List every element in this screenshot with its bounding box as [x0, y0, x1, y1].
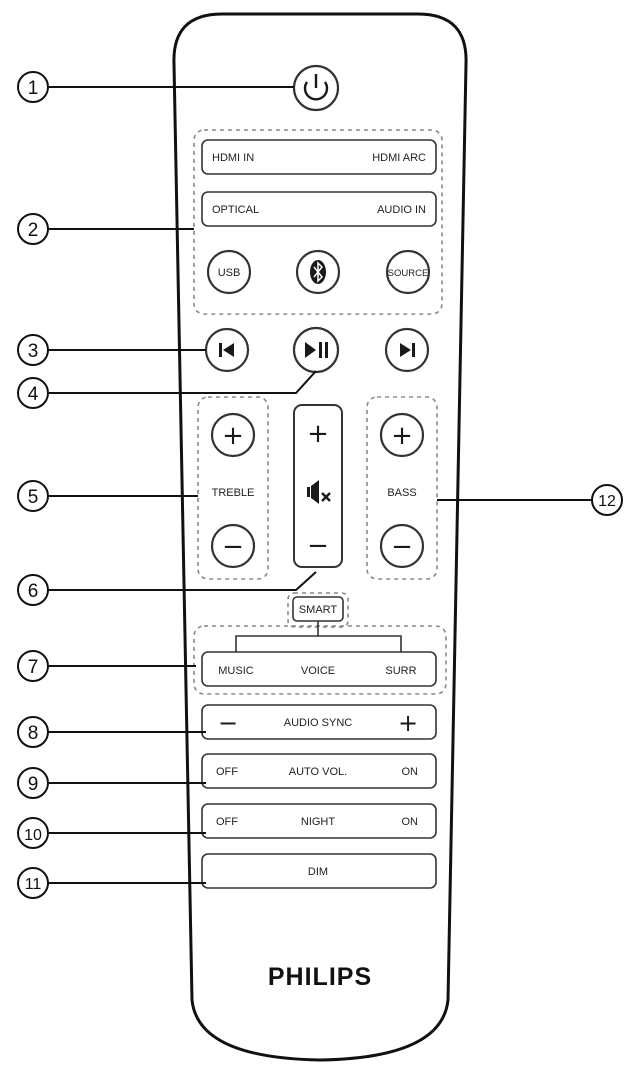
bass-plus-button[interactable]: + — [379, 412, 425, 458]
auto-vol-on-button[interactable]: ON — [402, 766, 419, 778]
smart-bracket — [235, 621, 402, 654]
night-on-button[interactable]: ON — [402, 816, 419, 828]
previous-icon — [219, 343, 234, 357]
power-icon — [303, 74, 329, 101]
minus-label: − — [222, 532, 244, 562]
source-button[interactable]: SOURCE — [385, 249, 431, 295]
audio-in-button[interactable]: AUDIO IN — [377, 204, 426, 216]
auto-vol-bar: OFF AUTO VOL. ON — [201, 753, 437, 789]
mute-icon — [307, 480, 331, 504]
night-bar: OFF NIGHT ON — [201, 803, 437, 839]
callout-8: 8 — [17, 716, 49, 748]
mute-button[interactable] — [307, 480, 331, 504]
smart-label: SMART — [299, 604, 338, 616]
bluetooth-button[interactable] — [295, 249, 341, 295]
hdmi-bar: HDMI IN HDMI ARC — [201, 139, 437, 175]
dim-button[interactable]: DIM — [201, 853, 437, 889]
source-group-outline — [193, 129, 443, 315]
previous-button[interactable] — [204, 327, 250, 373]
volume-up-button[interactable]: + — [307, 419, 329, 449]
svg-text:1: 1 — [28, 78, 39, 99]
callout-11: 11 — [17, 867, 49, 899]
night-label: NIGHT — [301, 816, 336, 828]
night-off-button[interactable]: OFF — [216, 816, 238, 828]
voice-button[interactable]: VOICE — [301, 665, 335, 677]
auto-vol-label: AUTO VOL. — [289, 766, 347, 778]
power-button[interactable] — [292, 64, 340, 112]
svg-text:11: 11 — [25, 876, 42, 893]
surr-button[interactable]: SURR — [385, 665, 416, 677]
volume-rocker: + − — [293, 404, 343, 568]
auto-vol-off-button[interactable]: OFF — [216, 766, 238, 778]
callout-10: 10 — [17, 817, 49, 849]
callout-2: 2 — [17, 213, 49, 245]
callout-4: 4 — [17, 377, 49, 409]
bass-label: BASS — [387, 487, 416, 499]
treble-minus-button[interactable]: − — [210, 523, 256, 569]
audio-sync-label: AUDIO SYNC — [284, 717, 353, 729]
brand-logo: PHILIPS — [268, 963, 372, 991]
next-icon — [400, 343, 415, 357]
svg-text:8: 8 — [28, 723, 39, 744]
play-pause-icon — [305, 342, 328, 358]
svg-text:5: 5 — [28, 487, 39, 508]
optical-button[interactable]: OPTICAL — [212, 204, 259, 216]
callout-1: 1 — [17, 71, 49, 103]
bluetooth-icon — [310, 260, 326, 284]
svg-text:10: 10 — [24, 827, 42, 844]
callout-5: 5 — [17, 480, 49, 512]
svg-text:2: 2 — [28, 220, 39, 241]
hdmi-arc-button[interactable]: HDMI ARC — [372, 152, 426, 164]
svg-text:3: 3 — [28, 341, 39, 362]
treble-label: TREBLE — [212, 487, 255, 499]
sound-mode-group-outline — [193, 625, 447, 695]
audio-sync-plus-button[interactable]: + — [398, 709, 418, 737]
callout-12: 12 — [591, 484, 623, 516]
hdmi-in-button[interactable]: HDMI IN — [212, 152, 254, 164]
svg-text:9: 9 — [28, 774, 39, 795]
svg-text:12: 12 — [598, 493, 616, 510]
callout-6: 6 — [17, 574, 49, 606]
bass-group-outline — [366, 396, 438, 580]
usb-label: USB — [218, 267, 241, 279]
plus-label: + — [222, 421, 244, 451]
music-button[interactable]: MUSIC — [218, 665, 254, 677]
svg-text:6: 6 — [28, 581, 39, 602]
sound-mode-bar: MUSIC VOICE SURR — [201, 651, 437, 687]
audio-sync-minus-button[interactable]: − — [218, 709, 238, 737]
callout-3: 3 — [17, 334, 49, 366]
callout-leaders — [48, 86, 592, 884]
minus-label: − — [391, 532, 413, 562]
treble-group-outline — [197, 396, 269, 580]
source-label: SOURCE — [388, 268, 429, 279]
smart-button[interactable]: SMART — [292, 596, 344, 622]
bass-minus-button[interactable]: − — [379, 523, 425, 569]
svg-text:4: 4 — [28, 384, 39, 405]
optical-bar: OPTICAL AUDIO IN — [201, 191, 437, 227]
dim-label: DIM — [308, 866, 328, 878]
play-pause-button[interactable] — [292, 326, 340, 374]
volume-down-button[interactable]: − — [307, 531, 329, 561]
next-button[interactable] — [384, 327, 430, 373]
callout-9: 9 — [17, 767, 49, 799]
treble-plus-button[interactable]: + — [210, 412, 256, 458]
plus-label: + — [391, 421, 413, 451]
usb-button[interactable]: USB — [206, 249, 252, 295]
audio-sync-bar: − AUDIO SYNC + — [201, 704, 437, 740]
svg-text:7: 7 — [28, 657, 39, 678]
callout-7: 7 — [17, 650, 49, 682]
